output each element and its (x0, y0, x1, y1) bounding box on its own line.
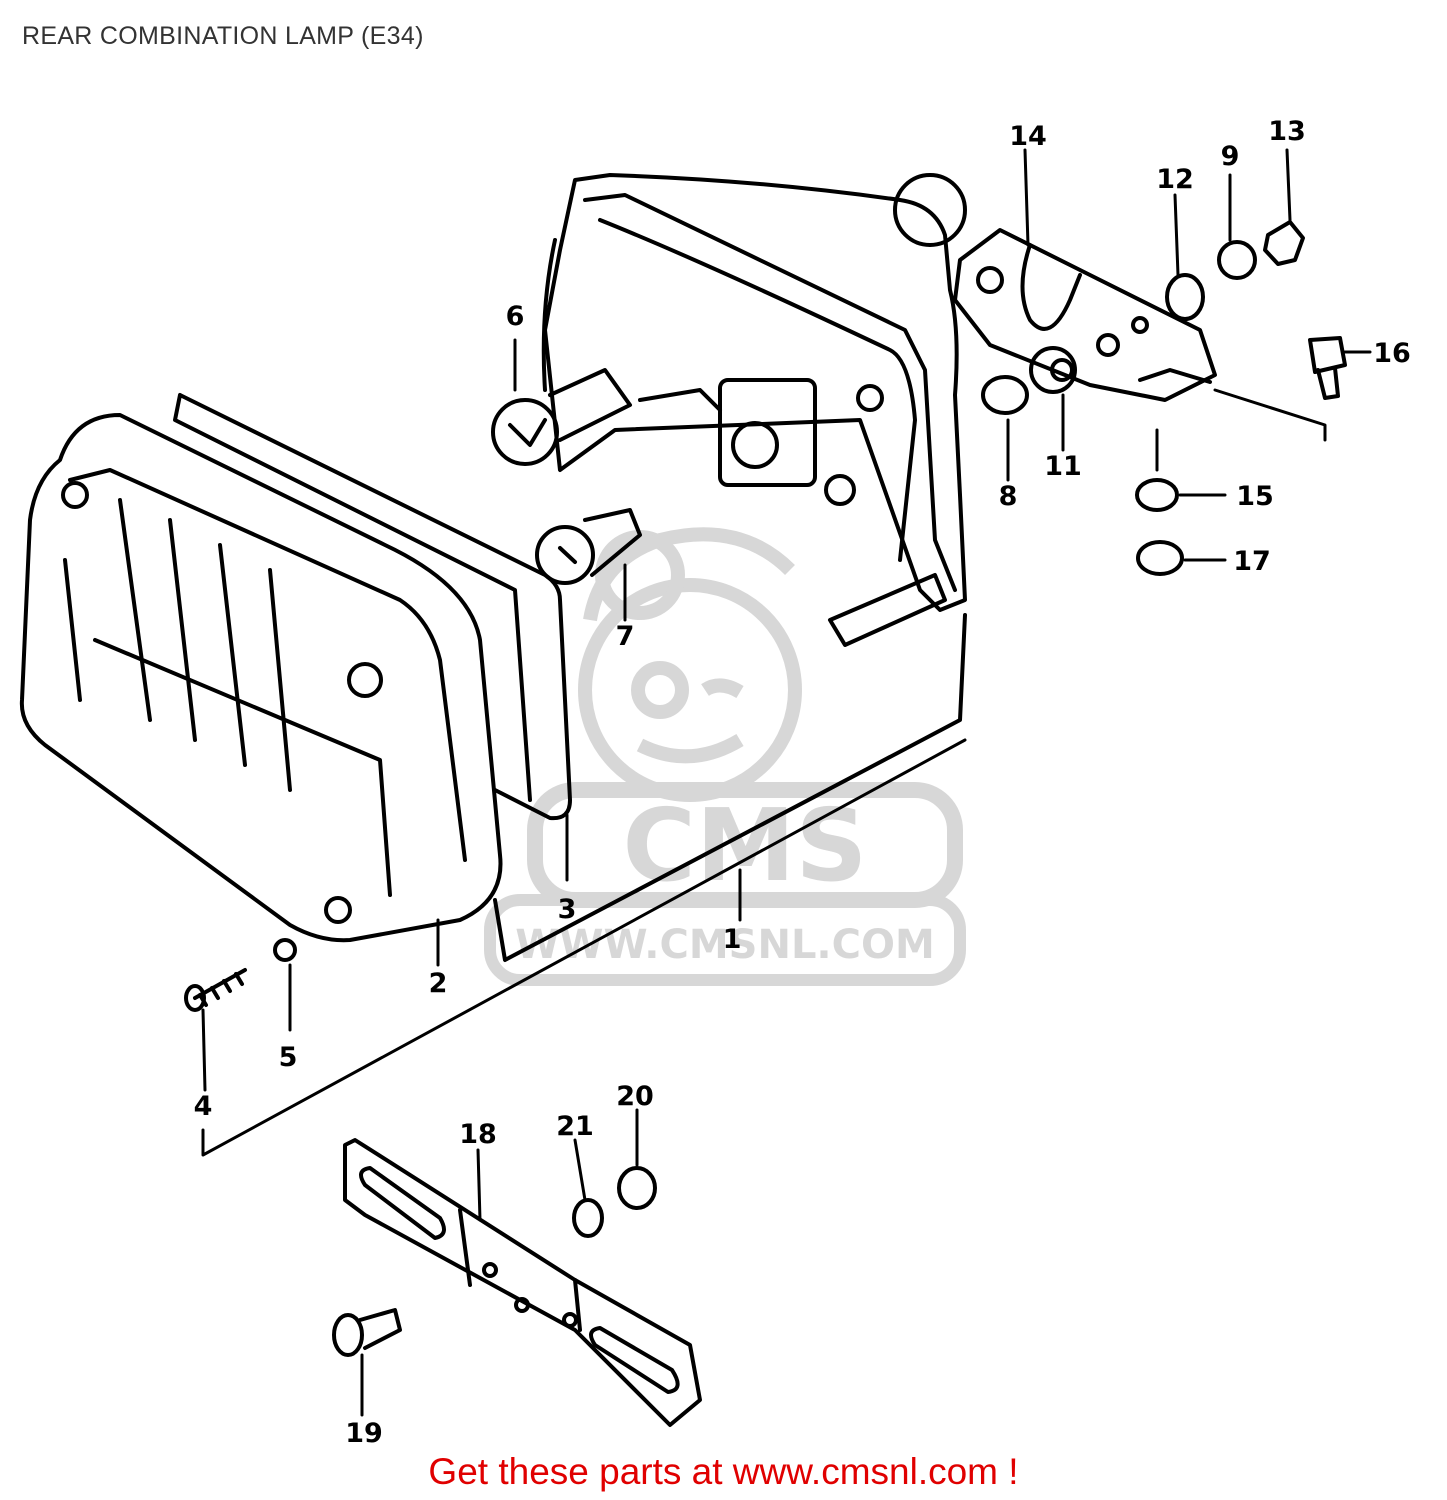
callout-13: 13 (1268, 116, 1306, 147)
washer-5 (273, 938, 297, 962)
watermark-logo-text: CMS (623, 787, 868, 904)
callout-1: 1 (723, 924, 742, 955)
bulb-7 (535, 508, 642, 585)
callout-11: 11 (1044, 451, 1082, 482)
get-parts-link[interactable]: Get these parts at www.cmsnl.com ! (428, 1451, 1019, 1492)
watermark-url-badge (484, 894, 966, 986)
callout-19: 19 (345, 1418, 383, 1449)
callout-14: 14 (1009, 121, 1047, 152)
callout-17: 17 (1233, 546, 1271, 577)
callout-15: 15 (1236, 481, 1274, 512)
washer-21 (572, 1198, 604, 1238)
washer-11 (1029, 346, 1077, 394)
callout-21: 21 (556, 1111, 594, 1142)
lamp-housing (493, 173, 967, 962)
nut-20 (617, 1166, 657, 1210)
lamp-lens (19, 413, 503, 943)
wire-clip-14 (1020, 243, 1082, 331)
callout-4: 4 (194, 1091, 213, 1122)
watermark-url-text: WWW.CMSNL.COM (515, 922, 935, 968)
washer-8 (981, 375, 1029, 415)
leader-lines (201, 148, 1372, 1417)
grommet-15 (1135, 478, 1179, 512)
watermark-mascot-icon (578, 527, 802, 802)
washer-9 (1217, 240, 1257, 280)
page-title: REAR COMBINATION LAMP (E34) (22, 22, 424, 50)
callout-3: 3 (558, 894, 577, 925)
callout-16: 16 (1373, 338, 1411, 369)
nut-13 (1263, 220, 1305, 266)
callout-20: 20 (616, 1081, 654, 1112)
callout-7: 7 (616, 621, 635, 652)
callout-6: 6 (506, 301, 525, 332)
bolt-19 (332, 1308, 402, 1357)
callout-12: 12 (1156, 164, 1194, 195)
license-plate-bracket (343, 1138, 702, 1427)
callout-2: 2 (429, 968, 448, 999)
screw-4 (184, 968, 247, 1012)
callout-9: 9 (1221, 141, 1240, 172)
callout-8: 8 (999, 481, 1018, 512)
bolt-16 (1308, 336, 1347, 400)
callout-5: 5 (279, 1042, 298, 1073)
callout-18: 18 (459, 1119, 497, 1150)
washer-12 (1165, 273, 1205, 321)
bulb-6 (491, 368, 632, 466)
mounting-bracket (953, 228, 1217, 402)
grommet-17 (1136, 540, 1184, 576)
callout-labels: 1 2 3 4 5 6 7 8 9 11 12 13 14 15 16 17 1… (194, 116, 1411, 1449)
